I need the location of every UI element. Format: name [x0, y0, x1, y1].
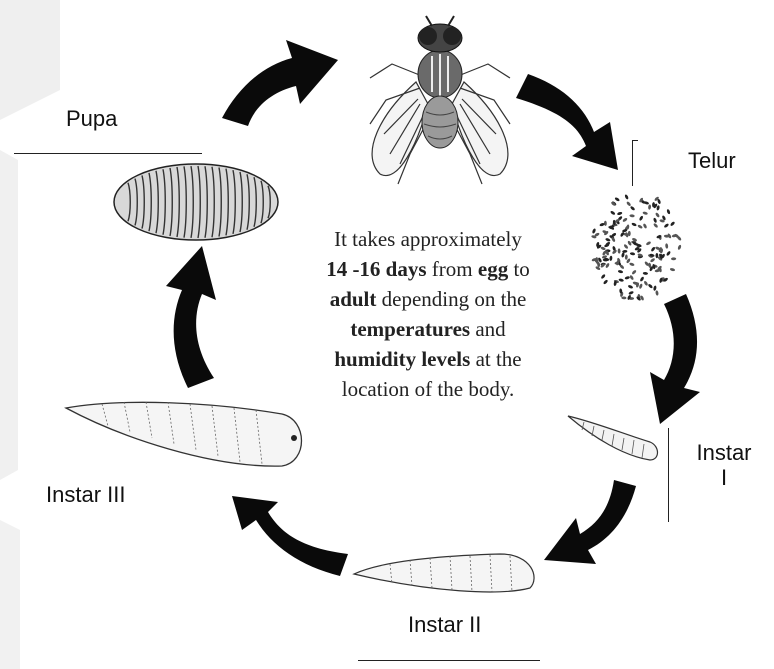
- egg-bracket-cap: [632, 140, 638, 141]
- caption-text: location of the body.: [342, 377, 514, 401]
- caption-text: from: [427, 257, 478, 281]
- caption-line: adult depending on the: [268, 284, 588, 314]
- cycle-arrow-icon: [166, 246, 216, 388]
- caption-text: at the: [470, 347, 521, 371]
- larva-icon: [350, 538, 550, 608]
- label-pupa: Pupa: [66, 106, 117, 131]
- caption-bold: temperatures: [350, 317, 470, 341]
- housefly-icon: [340, 4, 540, 204]
- egg-bracket: [632, 140, 633, 186]
- label-instar-1: Instar I: [694, 440, 754, 491]
- label-instar-1-line2: I: [694, 465, 754, 490]
- pupa-icon: [108, 156, 288, 256]
- caption-bold: adult: [330, 287, 377, 311]
- caption-line: humidity levels at the: [268, 344, 588, 374]
- label-instar-2: Instar II: [408, 612, 481, 637]
- caption-bold: egg: [478, 257, 508, 281]
- label-egg: Telur: [688, 148, 736, 173]
- label-instar-3: Instar III: [46, 482, 125, 507]
- caption-text: and: [470, 317, 506, 341]
- pupa-underline: [14, 153, 202, 154]
- center-caption: It takes approximately 14 -16 days from …: [268, 224, 588, 404]
- caption-text: to: [508, 257, 530, 281]
- caption-line: temperatures and: [268, 314, 588, 344]
- cycle-arrow-icon: [544, 480, 636, 564]
- larva-icon: [62, 392, 312, 482]
- cycle-arrow-icon: [650, 294, 700, 424]
- instar-1-bracket: [668, 428, 669, 522]
- caption-bold: humidity levels: [334, 347, 470, 371]
- caption-line: 14 -16 days from egg to: [268, 254, 588, 284]
- cycle-arrow-icon: [232, 496, 348, 576]
- caption-line: location of the body.: [268, 374, 588, 404]
- egg-cluster-icon: [586, 186, 686, 306]
- instar-2-underline: [358, 660, 540, 661]
- caption-bold: 14 -16 days: [326, 257, 426, 281]
- label-instar-1-line1: Instar: [694, 440, 754, 465]
- cycle-arrow-icon: [222, 40, 338, 126]
- larva-icon: [564, 408, 664, 478]
- caption-text: It takes approximately: [334, 227, 522, 251]
- caption-line: It takes approximately: [268, 224, 588, 254]
- caption-text: depending on the: [376, 287, 526, 311]
